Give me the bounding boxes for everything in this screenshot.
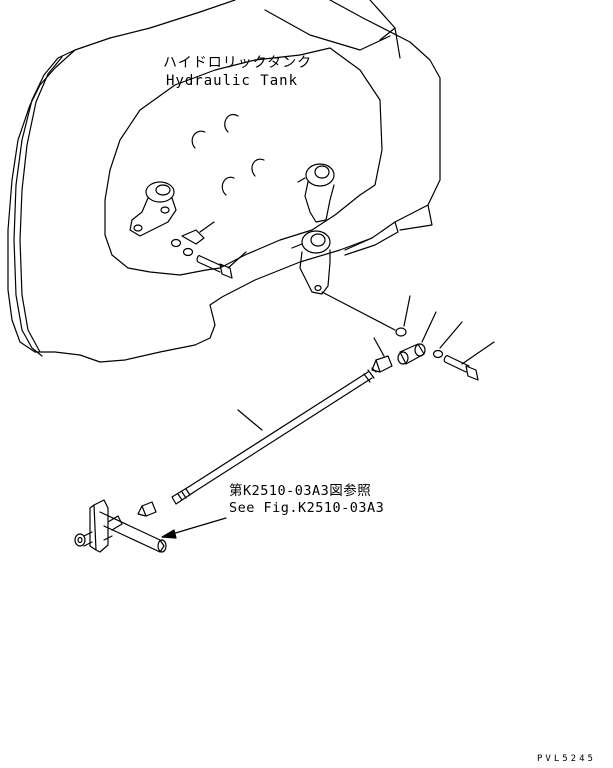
washer [184, 249, 193, 256]
bracket-tab [182, 230, 204, 244]
lever-bracket [75, 500, 166, 552]
rod-end-threaded [172, 486, 194, 504]
tank-fitting-right-upper [298, 164, 334, 222]
leader-line [404, 296, 410, 326]
tank-top-crease [265, 0, 400, 58]
tank-right-step [400, 205, 432, 230]
hydraulic-tank [8, 0, 440, 362]
washer [396, 328, 406, 336]
nut [372, 356, 392, 372]
leader-line [228, 252, 246, 268]
left-bolt-assembly [172, 222, 247, 278]
washer [172, 240, 181, 247]
leader-line [422, 312, 436, 342]
leader-line [374, 338, 384, 356]
figure-reference-english: See Fig.K2510-03A3 [229, 500, 385, 516]
tank-label-english: Hydraulic Tank [166, 73, 299, 89]
leader-line [462, 342, 494, 364]
tank-hole [252, 159, 264, 176]
tank-panel [105, 48, 382, 275]
tank-right-flange [345, 222, 398, 255]
tank-hole [192, 131, 205, 148]
bolt [197, 256, 232, 278]
tank-hole [225, 115, 238, 132]
bolt [444, 356, 478, 380]
right-bolt-assembly [322, 292, 494, 380]
rod-end-nut [138, 502, 156, 516]
leader-line [440, 322, 462, 348]
control-rod [138, 368, 376, 516]
drawing-code: PVL5245 [537, 754, 596, 764]
tank-fitting-right-lower [292, 231, 330, 294]
leader-line [200, 222, 214, 232]
leader-line [322, 292, 395, 330]
washer [434, 351, 443, 358]
leader-line [238, 410, 262, 430]
figure-reference-japanese: 第K2510-03A3図参照 [229, 483, 372, 499]
tank-label-japanese: ハイドロリックタンク [163, 55, 313, 71]
tank-rim [14, 50, 75, 356]
elbow-fitting [398, 344, 425, 364]
tank-fitting-left [130, 182, 176, 236]
tank-hole [222, 177, 234, 195]
reference-arrow [162, 518, 226, 538]
